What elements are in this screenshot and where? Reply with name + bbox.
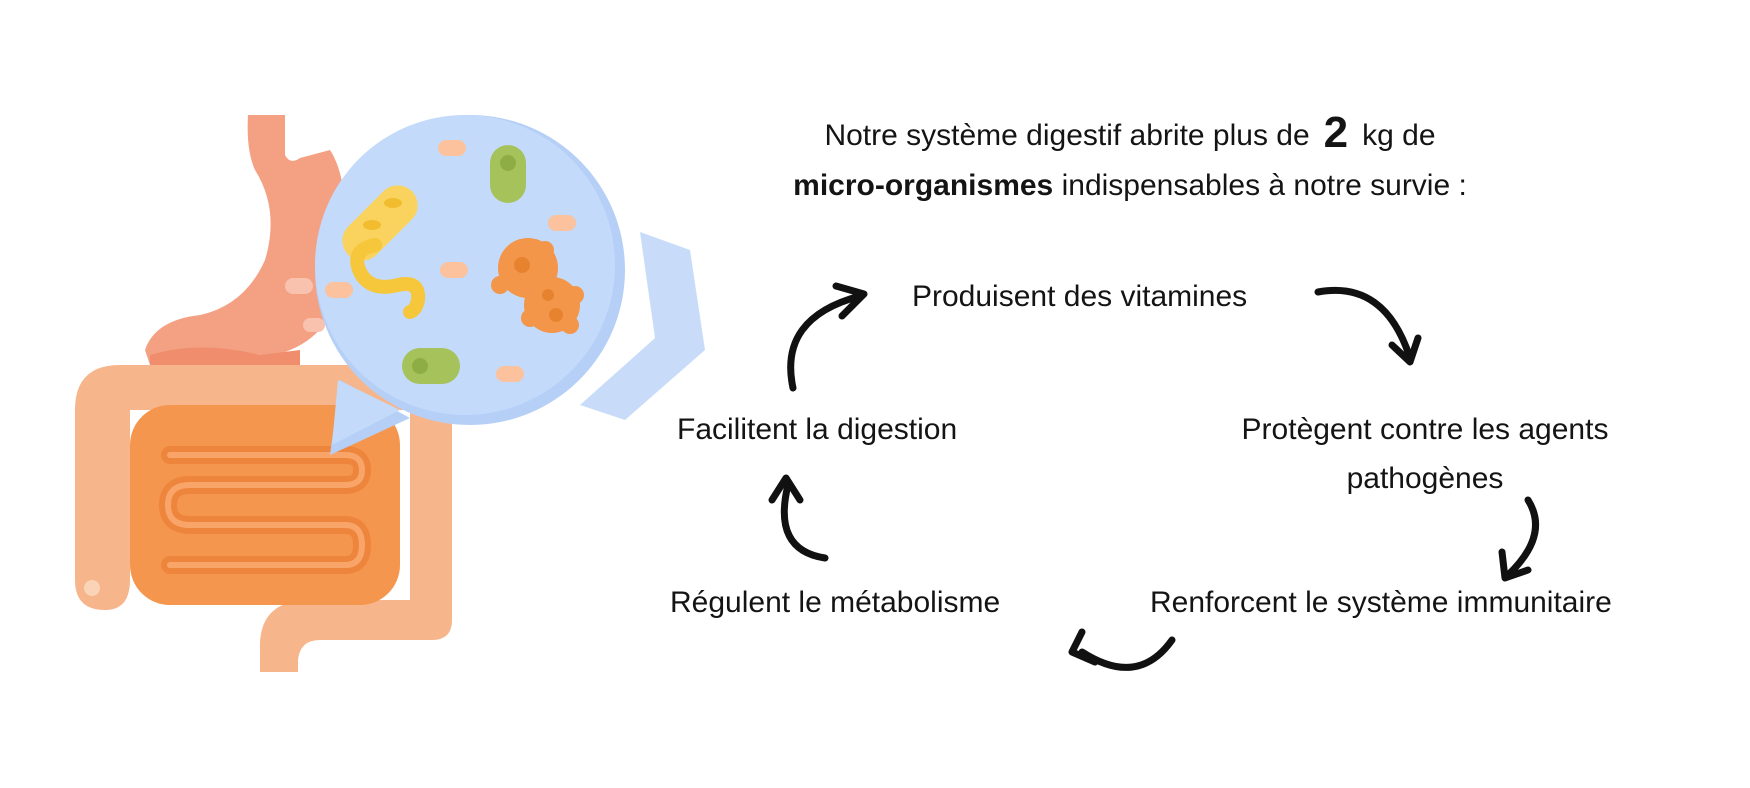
bacteria-bubble-icon [315, 115, 625, 455]
chevron-shape [580, 232, 705, 420]
cycle-step-digestion: Facilitent la digestion [677, 413, 958, 446]
cycle-step-metabolism: Régulent le métabolisme [670, 586, 1001, 619]
small-intestine-icon [130, 405, 400, 605]
headline-line-1: Notre système digestif abrite plus de 2 kg… [700, 108, 1560, 161]
headline-part3: indispensables à notre survie : [1061, 169, 1467, 202]
headline: Notre système digestif abrite plus de 2 kg… [700, 108, 1560, 211]
cycle-step-vitamins: Produisent des vitamines [912, 280, 1248, 313]
headline-bold: micro-organismes [793, 169, 1054, 202]
headline-part2: kg de [1362, 119, 1436, 152]
cycle-arrow-icon [768, 474, 829, 562]
cycle-step-immune: Renforcent le système immunitaire [1150, 586, 1612, 619]
headline-line-2: micro-organismes indispensables à notre … [700, 161, 1560, 211]
digestive-system-illustration [75, 115, 705, 672]
cycle-arrow-icon [1498, 496, 1539, 582]
headline-part1: Notre système digestif abrite plus de [824, 119, 1310, 152]
cycle-step-pathogens: Protègent contre les agents pathogènes [1241, 413, 1609, 495]
cycle-arrow-icon [787, 282, 868, 392]
headline-amount: 2 [1323, 108, 1349, 157]
stomach-icon [145, 115, 346, 372]
cycle-arrow-icon [1068, 628, 1176, 671]
cycle-arrow-icon [1314, 287, 1422, 366]
